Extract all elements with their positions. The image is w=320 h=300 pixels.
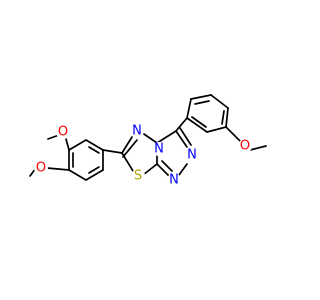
bond <box>68 169 87 181</box>
bond <box>210 94 229 109</box>
nitrogen-atom-bridge: N <box>152 142 166 157</box>
bond <box>221 110 225 125</box>
bond <box>206 126 227 133</box>
bond <box>194 100 210 105</box>
nitrogen-atom-upper: N <box>130 124 144 139</box>
oxygen-atom-right: O <box>238 139 252 154</box>
atom-label-s: S <box>134 169 142 184</box>
bond <box>190 94 212 100</box>
bond <box>186 98 192 119</box>
bond <box>102 149 123 154</box>
bond <box>191 116 207 128</box>
structure-diagram: O O O N N N N <box>29 94 267 188</box>
bond <box>225 126 241 142</box>
bond <box>85 169 104 181</box>
bond <box>225 107 229 128</box>
bond <box>249 145 267 151</box>
atom-label-n: N <box>187 148 197 163</box>
bond <box>161 160 173 172</box>
atom-label-o: O <box>36 161 46 176</box>
bond <box>140 131 158 144</box>
atoms: O O O N N N N <box>34 124 252 188</box>
nitrogen-atom-right: N <box>185 148 199 163</box>
atom-label-n: N <box>169 173 179 188</box>
bond <box>178 163 188 176</box>
bond <box>122 139 138 158</box>
atom-label-n: N <box>132 124 142 139</box>
bond <box>88 166 100 174</box>
bond <box>186 117 208 133</box>
bond <box>121 152 134 172</box>
bond <box>175 130 188 148</box>
bond <box>65 138 70 151</box>
oxygen-atom-upper-left: O <box>56 125 70 140</box>
bond <box>175 117 188 132</box>
bond <box>121 136 133 154</box>
atom-label-n: N <box>154 142 164 157</box>
atom-label-o: O <box>58 125 68 140</box>
bond <box>156 163 170 177</box>
nitrogen-atom-bottom: N <box>167 173 181 188</box>
bond <box>142 163 158 176</box>
oxygen-atom-lower-left: O <box>34 161 48 176</box>
bond <box>156 130 177 144</box>
atom-label-o: O <box>240 139 250 154</box>
bond <box>46 167 70 171</box>
bond <box>85 139 104 151</box>
bonds <box>29 94 267 181</box>
bond <box>68 139 87 151</box>
sulfur-atom: S <box>131 169 145 184</box>
molecule-canvas: O O O N N N N <box>29 94 267 188</box>
bond <box>88 146 100 154</box>
bond <box>179 127 192 146</box>
